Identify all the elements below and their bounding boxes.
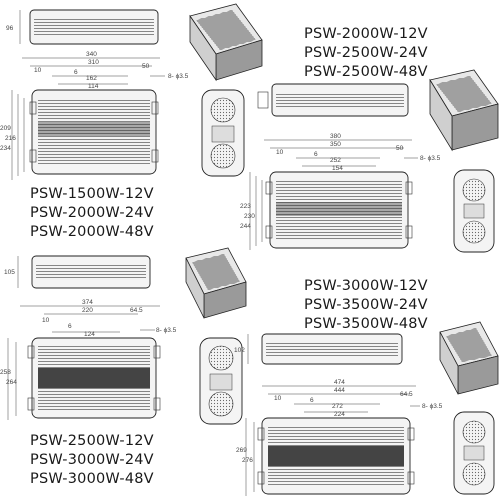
model-name: PSW-2000W-48V [30,224,154,240]
model-name: PSW-2500W-48V [304,64,428,80]
group4-d6-label: 64.5 [400,391,413,398]
group2-3d-view [429,69,499,152]
group4-3d-view [439,321,499,395]
group4-d3-label: 6 [310,397,314,404]
group4-end-view [453,411,495,495]
group1-d6-label: 50 [142,63,150,70]
group4-dimensions: 474 444 10 6 272 224 64.5 8- ϕ3.5 269 27… [236,379,443,496]
group4-d1-label: 444 [334,387,345,394]
group3-side-view: 105 [4,255,151,289]
group2-model-list: PSW-2000W-12V PSW-2500W-24V PSW-2500W-48… [304,25,428,82]
group1-drawing: 96 340 310 10 6 162 114 50 8- ϕ3.5 209 2… [0,3,263,180]
group1-model-list: PSW-1500W-12V PSW-2000W-24V PSW-2000W-48… [30,185,154,242]
group3-d1-label: 220 [82,307,93,314]
group4-hole-label: 8- ϕ3.5 [422,403,443,410]
model-name: PSW-2500W-12V [30,433,154,449]
model-name: PSW-3000W-24V [30,452,154,468]
group2-w1-label: 223 [240,203,251,210]
group3-end-view [199,337,243,425]
group3-d3-label: 6 [68,323,72,330]
group1-dimensions: 340 310 10 6 162 114 50 8- ϕ3.5 209 216 … [0,51,189,180]
group2-drawing: 380 350 10 6 252 154 50 8- ϕ3.5 223 230 … [240,69,499,253]
group3-w1-label: 258 [0,369,11,376]
group2-w2-label: 230 [244,213,255,220]
group4-drawing: 102 474 444 10 6 272 224 64.5 8- ϕ3.5 26… [234,321,499,496]
group2-d6-label: 50 [396,145,404,152]
group2-side-view [257,83,409,117]
group1-d3-label: 6 [74,69,78,76]
group2-d3-label: 6 [314,151,318,158]
group4-d2-label: 10 [274,395,282,402]
group4-model-list: PSW-3000W-12V PSW-3500W-24V PSW-3500W-48… [304,277,428,334]
group4-d4-label: 272 [332,403,343,410]
group3-drawing: 105 374 220 10 6 124 64.5 8- ϕ3.5 258 26… [0,247,247,425]
model-name: PSW-3500W-48V [304,316,428,332]
group1-height-label: 96 [6,25,14,32]
model-name: PSW-3000W-12V [304,278,428,294]
group1-end-view [201,89,245,177]
group1-w3-label: 234 [0,145,11,152]
group3-dimensions: 374 220 10 6 124 64.5 8- ϕ3.5 258 264 [0,299,177,420]
group1-d5-label: 114 [88,83,99,90]
group1-w2-label: 216 [5,135,16,142]
group2-d4-label: 252 [330,157,341,164]
group1-d4-label: 162 [86,75,97,82]
group3-d2-label: 10 [42,317,50,324]
model-name: PSW-2500W-24V [304,45,428,61]
group4-height-label: 102 [234,347,245,354]
group1-top-view [29,89,159,175]
group4-total-label: 474 [334,379,345,386]
group2-d1-label: 350 [330,141,341,148]
group3-d4-label: 124 [84,331,95,338]
model-name: PSW-2000W-12V [304,26,428,42]
group3-hole-label: 8- ϕ3.5 [156,327,177,334]
group4-top-view [257,417,415,495]
group1-w1-label: 209 [0,125,11,132]
group3-w2-label: 264 [6,379,17,386]
group2-total-label: 380 [330,133,341,140]
group3-3d-view [185,247,247,319]
group1-3d-view [189,3,263,82]
group3-top-view [27,337,161,419]
group1-d1-label: 310 [88,59,99,66]
model-name: PSW-1500W-12V [30,186,154,202]
model-name: PSW-2000W-24V [30,205,154,221]
group4-side-view: 102 [234,333,403,365]
group3-model-list: PSW-2500W-12V PSW-3000W-24V PSW-3000W-48… [30,432,154,489]
group2-w3-label: 244 [240,223,251,230]
group2-d2-label: 10 [276,149,284,156]
group2-hole-label: 8- ϕ3.5 [420,155,441,162]
group4-w2-label: 276 [242,457,253,464]
group4-w1-label: 269 [236,447,247,454]
group3-d5-label: 64.5 [130,307,143,314]
group2-d5-label: 154 [332,165,343,172]
group4-d5-label: 224 [334,411,345,418]
group1-hole-label: 8- ϕ3.5 [168,73,189,80]
group2-top-view [265,171,413,249]
group1-total-label: 340 [86,51,97,58]
group2-dimensions: 380 350 10 6 252 154 50 8- ϕ3.5 223 230 … [240,133,441,250]
group1-side-view: 96 [6,9,159,45]
group2-end-view [453,169,495,253]
group3-total-label: 374 [82,299,93,306]
model-name: PSW-3000W-48V [30,471,154,487]
model-name: PSW-3500W-24V [304,297,428,313]
group3-height-label: 105 [4,269,15,276]
group1-d2-label: 10 [34,67,42,74]
